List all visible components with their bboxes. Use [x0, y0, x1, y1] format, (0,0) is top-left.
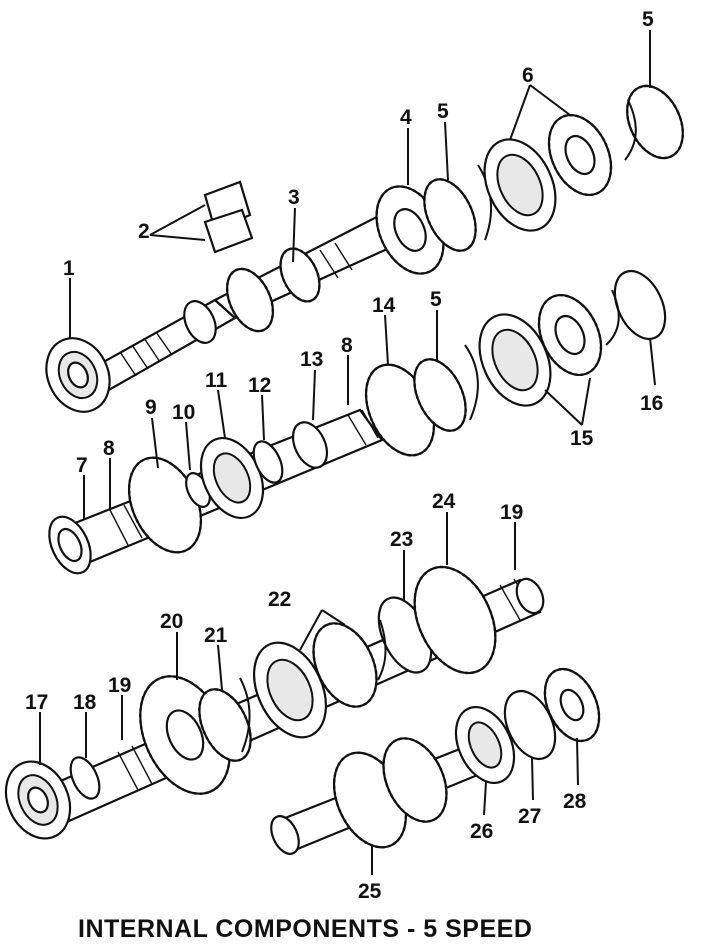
callout-18: 18 — [73, 691, 97, 714]
callout-27: 27 — [518, 805, 541, 828]
diagram-caption: INTERNAL COMPONENTS - 5 SPEED — [78, 915, 532, 943]
callout-22: 22 — [268, 588, 291, 611]
callout-15: 15 — [570, 427, 594, 450]
callout-16: 16 — [640, 392, 663, 415]
callout-6: 6 — [522, 64, 534, 87]
callout-20: 20 — [160, 610, 183, 633]
main-shaft-assembly — [48, 269, 667, 575]
callout-8-a: 8 — [341, 334, 353, 357]
callout-11: 11 — [205, 369, 228, 392]
callout-13: 13 — [300, 348, 323, 371]
callout-24: 24 — [432, 490, 456, 513]
reverse-idler-assembly — [270, 667, 601, 855]
callout-8-b: 8 — [103, 437, 115, 460]
callout-26: 26 — [470, 820, 493, 843]
callout-19-a: 19 — [500, 501, 523, 524]
callout-19-b: 19 — [108, 674, 131, 697]
callout-10: 10 — [172, 401, 195, 424]
callout-5-c: 5 — [430, 288, 442, 311]
callout-9: 9 — [145, 396, 157, 419]
callout-7: 7 — [76, 454, 88, 477]
leader-lines — [39, 30, 656, 875]
callout-25: 25 — [358, 880, 382, 903]
input-shaft-assembly — [45, 84, 684, 413]
callout-14: 14 — [372, 294, 396, 317]
callout-4: 4 — [400, 106, 412, 129]
callout-12: 12 — [248, 374, 271, 397]
callout-2: 2 — [138, 220, 150, 243]
callout-23: 23 — [390, 528, 413, 551]
callout-21: 21 — [204, 624, 228, 647]
callout-3: 3 — [288, 186, 300, 209]
callout-labels: 5 6 5 4 3 2 1 16 15 5 14 8 13 12 11 10 9… — [25, 8, 663, 903]
countershaft-assembly — [4, 565, 545, 840]
callout-5-a: 5 — [642, 8, 654, 31]
callout-28: 28 — [563, 790, 587, 813]
callout-1: 1 — [63, 257, 75, 280]
callout-17: 17 — [25, 691, 48, 714]
callout-5-b: 5 — [437, 100, 449, 123]
